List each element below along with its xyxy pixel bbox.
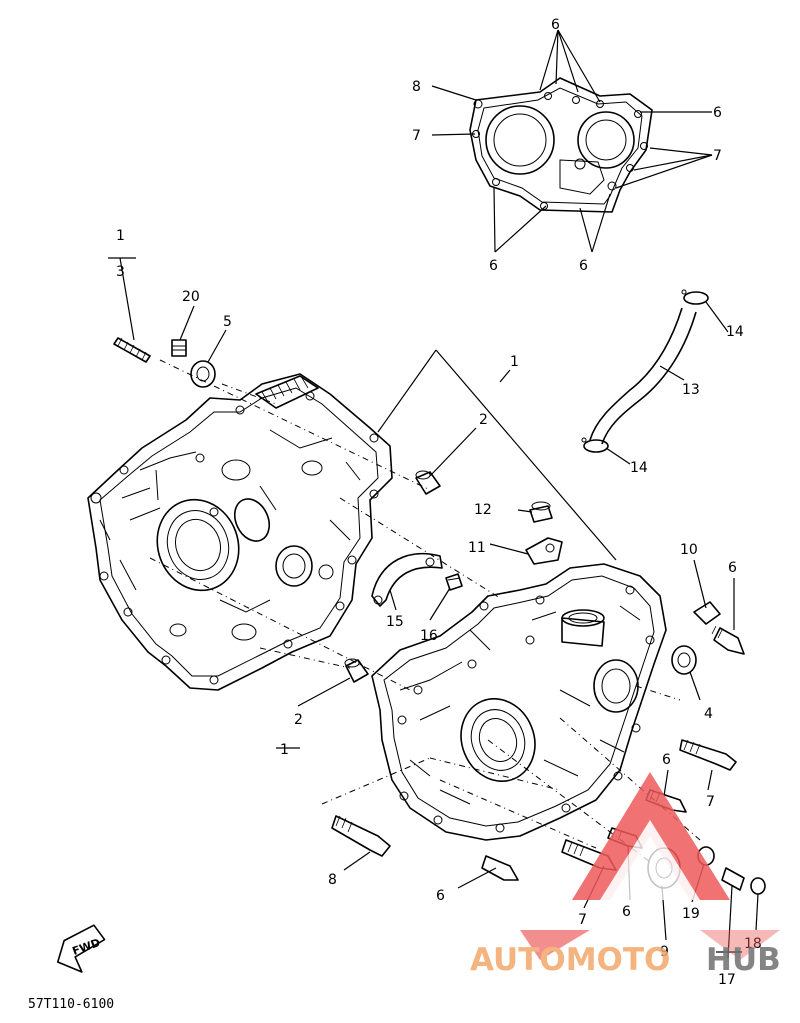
oil-seal-right	[671, 645, 697, 675]
gasket-leader-lines	[431, 29, 713, 253]
callout-gasket-6-br: 6	[579, 258, 588, 274]
callout-8: 8	[328, 872, 337, 888]
callout-7-right: 7	[706, 794, 715, 810]
right-crankcase-half	[371, 563, 667, 841]
fwd-arrow: FWD	[56, 924, 106, 973]
hose-clip-top	[681, 289, 709, 305]
callout-15: 15	[386, 614, 404, 630]
bolt-short-lower	[481, 855, 519, 881]
callout-gasket-6-right: 6	[713, 105, 722, 121]
bolt-long-left	[331, 815, 391, 857]
hose-clip-bottom	[581, 437, 609, 453]
bracket	[525, 537, 563, 565]
callout-10: 10	[680, 542, 698, 558]
callout-6-bottom: 6	[622, 904, 631, 920]
drain-plug	[171, 339, 187, 357]
watermark-text-automoto: AUTOMOTO	[470, 942, 670, 978]
callout-19: 19	[682, 906, 700, 922]
screw-guide	[445, 573, 463, 591]
left-crankcase-half	[87, 373, 393, 691]
callout-17: 17	[718, 972, 736, 988]
callout-5: 5	[223, 314, 232, 330]
diagram-code: 57T110-6100	[28, 997, 114, 1012]
breather-hose	[589, 307, 697, 445]
callout-1-center: 1	[510, 354, 519, 370]
callout-gasket-8: 8	[412, 79, 421, 95]
dowel-pin-upper	[415, 470, 441, 495]
callout-12: 12	[474, 502, 492, 518]
watermark-logo: AUTOMOTO HUB	[470, 772, 781, 978]
callout-4: 4	[704, 706, 713, 722]
oil-seal-left	[190, 360, 216, 388]
callout-gasket-6-bl: 6	[489, 258, 498, 274]
screw	[529, 501, 553, 523]
center-lines	[149, 359, 701, 863]
watermark-text-hub: HUB	[706, 942, 781, 978]
callout-6-lower-right: 6	[662, 752, 671, 768]
bolt-right-upper	[711, 625, 745, 655]
plug-gasket	[750, 877, 766, 895]
drain-plug-right	[721, 867, 745, 891]
fwd-label: FWD	[71, 936, 102, 958]
stud-bolt	[113, 337, 151, 363]
callout-11: 11	[468, 540, 486, 556]
callout-13: 13	[682, 382, 700, 398]
callout-labels: 6 8 6 7 7 6 6 1 3 20 5 1 2 12 11 15 16 1…	[116, 17, 762, 988]
callout-20: 20	[182, 289, 200, 305]
callout-7-lower: 7	[578, 912, 587, 928]
callout-2-lower: 2	[294, 712, 303, 728]
crankcase-gasket	[469, 77, 653, 213]
callout-6-lower: 6	[436, 888, 445, 904]
callout-14-top: 14	[726, 324, 744, 340]
bolt-right-long	[679, 739, 737, 771]
callout-gasket-7-right: 7	[713, 148, 722, 164]
callout-9: 9	[660, 944, 669, 960]
callout-gasket-6-top: 6	[551, 17, 560, 33]
callout-gasket-7-left: 7	[412, 128, 421, 144]
callout-14-bottom: 14	[630, 460, 648, 476]
callout-18: 18	[744, 936, 762, 952]
guide-plate	[371, 552, 443, 607]
callout-3: 3	[116, 264, 125, 280]
callout-1-lower: 1	[280, 742, 289, 758]
callout-16: 16	[420, 628, 438, 644]
callout-6-right: 6	[728, 560, 737, 576]
hose-clamp	[693, 601, 721, 625]
callout-1-left: 1	[116, 228, 125, 244]
callout-2-upper: 2	[479, 412, 488, 428]
